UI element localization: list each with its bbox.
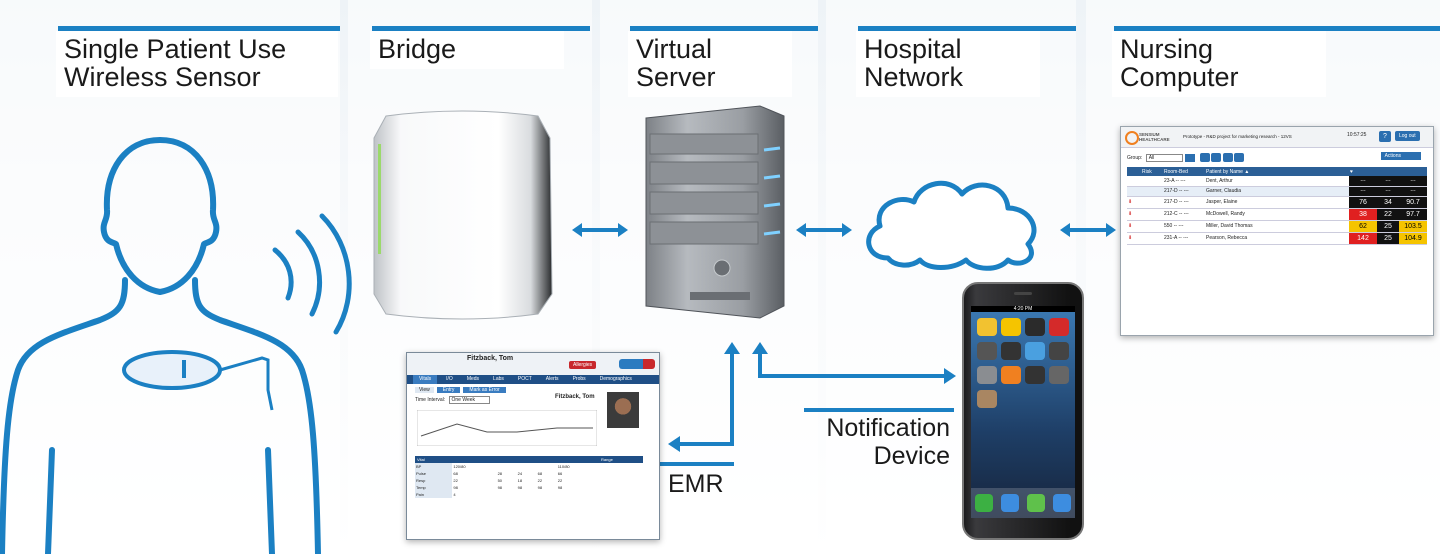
hp-logo-icon <box>713 259 731 277</box>
virtual-server <box>645 105 785 319</box>
patient-row[interactable]: 23-A -- ---Dent, Arthur --- --- --- <box>1127 176 1427 186</box>
emr-tab[interactable]: Probs <box>572 376 586 382</box>
help-button[interactable]: ? <box>1379 131 1391 142</box>
screen-time: 10:57:25 <box>1347 132 1367 138</box>
stage-label-network: Hospital Network <box>856 31 1040 97</box>
app-icon[interactable] <box>1001 342 1021 360</box>
stage-label-server: Virtual Server <box>628 31 792 97</box>
emr-screen: Fitzback, Tom Allergies Vitals I/O Meds … <box>406 352 660 540</box>
group-label: Group: <box>1127 154 1143 161</box>
stage-label-nursing: Nursing Computer <box>1112 31 1326 97</box>
arrow-network-nursing <box>1060 223 1116 237</box>
arrow-server-notification <box>752 342 956 384</box>
emr-tab[interactable]: Meds <box>466 376 480 382</box>
mail-icon[interactable] <box>1053 494 1071 512</box>
phone-app-grid <box>971 312 1075 414</box>
logout-button[interactable]: Log out <box>1395 131 1420 141</box>
brand-name: SENSIUM HEALTHCARE <box>1139 132 1170 142</box>
patient-row[interactable]: ⬇ 217-D -- ---Jasper, Elaine 76 34 90.7 <box>1127 196 1427 208</box>
emr-vitals-graph <box>417 410 597 446</box>
emr-tab[interactable]: POCT <box>517 376 532 382</box>
label-bar-network <box>858 26 1076 31</box>
label-bar-nursing <box>1114 26 1440 31</box>
patient-table: Risk Room-Bed Patient by Name ▲ ♥ 23-A -… <box>1127 167 1427 245</box>
emr-patient-name: Fitzback, Tom <box>467 355 514 362</box>
smartphone: 4:20 PM <box>962 282 1084 540</box>
patient-row[interactable]: ⬇ 550 -- ---Miller, David Thomas 62 25 1… <box>1127 220 1427 232</box>
patient-row[interactable]: ⬇ 212-C -- ---McDowell, Randy 38 22 97.7 <box>1127 208 1427 220</box>
emr-tab[interactable]: I/O <box>446 376 453 382</box>
actions-button[interactable]: Actions <box>1380 152 1421 160</box>
wireless-sensor-icon <box>122 350 222 390</box>
emr-subtab[interactable]: View <box>415 387 434 393</box>
group-select[interactable]: All <box>1145 153 1184 162</box>
phone-dock <box>971 488 1075 518</box>
messages-icon[interactable] <box>1027 494 1045 512</box>
app-icon[interactable] <box>977 390 997 408</box>
filter-icon[interactable] <box>1234 153 1245 162</box>
arrow-server-network <box>796 223 852 237</box>
phone-screen: 4:20 PM <box>971 306 1075 518</box>
emr-tab[interactable]: Labs <box>493 376 504 382</box>
app-icon[interactable] <box>977 318 997 336</box>
filter-icon[interactable] <box>1211 153 1222 162</box>
emr-interval-label: Time Interval: <box>415 397 446 403</box>
app-icon[interactable] <box>1049 318 1069 336</box>
screen-subtitle: Prototype - R&D project for marketing re… <box>1183 134 1292 139</box>
arrow-server-emr <box>668 342 740 452</box>
patient-row[interactable]: 217-D -- ---Garner, Claudia --- --- --- <box>1127 186 1427 196</box>
patient-illustration <box>0 137 352 554</box>
label-bar-server <box>630 26 818 31</box>
filter-icon[interactable] <box>1222 153 1233 162</box>
notification-label-bar <box>804 408 954 412</box>
phone-icon[interactable] <box>975 494 993 512</box>
app-icon[interactable] <box>977 342 997 360</box>
brand-logo-icon <box>1125 131 1139 145</box>
emr-allergies-button[interactable]: Allergies <box>569 361 597 369</box>
emr-subtab[interactable]: Mark as Error <box>463 387 506 393</box>
app-icon[interactable] <box>1001 318 1021 336</box>
emr-interval-select[interactable]: One Week <box>448 396 491 404</box>
patient-row[interactable]: ⬇ 231-A -- ---Pearson, Rebecca 142 25 10… <box>1127 232 1427 244</box>
emr-patient-name-right: Fitzback, Tom <box>555 394 595 400</box>
notification-label: Notification Device <box>826 414 950 470</box>
nursing-screen: SENSIUM HEALTHCARE Prototype - R&D proje… <box>1120 126 1434 336</box>
app-icon[interactable] <box>1049 366 1069 384</box>
app-icon[interactable] <box>1025 366 1045 384</box>
emr-label-bar <box>660 462 734 466</box>
emr-tab[interactable]: Vitals <box>413 375 438 384</box>
emr-subtab[interactable]: Entry <box>436 387 461 393</box>
app-icon[interactable] <box>1001 366 1021 384</box>
group-dropdown-icon[interactable] <box>1184 153 1195 162</box>
filter-icon[interactable] <box>1200 153 1211 162</box>
emr-patient-photo <box>607 392 639 428</box>
emr-tab[interactable]: Demographics <box>599 376 632 382</box>
emr-window-controls[interactable] <box>619 359 655 369</box>
cloud-icon <box>866 180 1037 271</box>
label-bar-sensor <box>58 26 340 31</box>
stage-label-sensor: Single Patient Use Wireless Sensor <box>56 31 338 97</box>
app-icon[interactable] <box>1049 342 1069 360</box>
arrow-bridge-server <box>572 223 628 237</box>
bridge-device <box>373 110 553 320</box>
safari-icon[interactable] <box>1001 494 1019 512</box>
emr-tab[interactable]: Alerts <box>545 376 559 382</box>
label-bar-bridge <box>372 26 590 31</box>
app-icon[interactable] <box>1025 342 1045 360</box>
app-icon[interactable] <box>977 366 997 384</box>
emr-tab-bar: Vitals I/O Meds Labs POCT Alerts Probs D… <box>407 375 659 384</box>
stage-label-bridge: Bridge <box>370 31 564 69</box>
phone-status-time: 4:20 PM <box>971 306 1075 312</box>
emr-label: EMR <box>668 470 724 498</box>
app-icon[interactable] <box>1025 318 1045 336</box>
